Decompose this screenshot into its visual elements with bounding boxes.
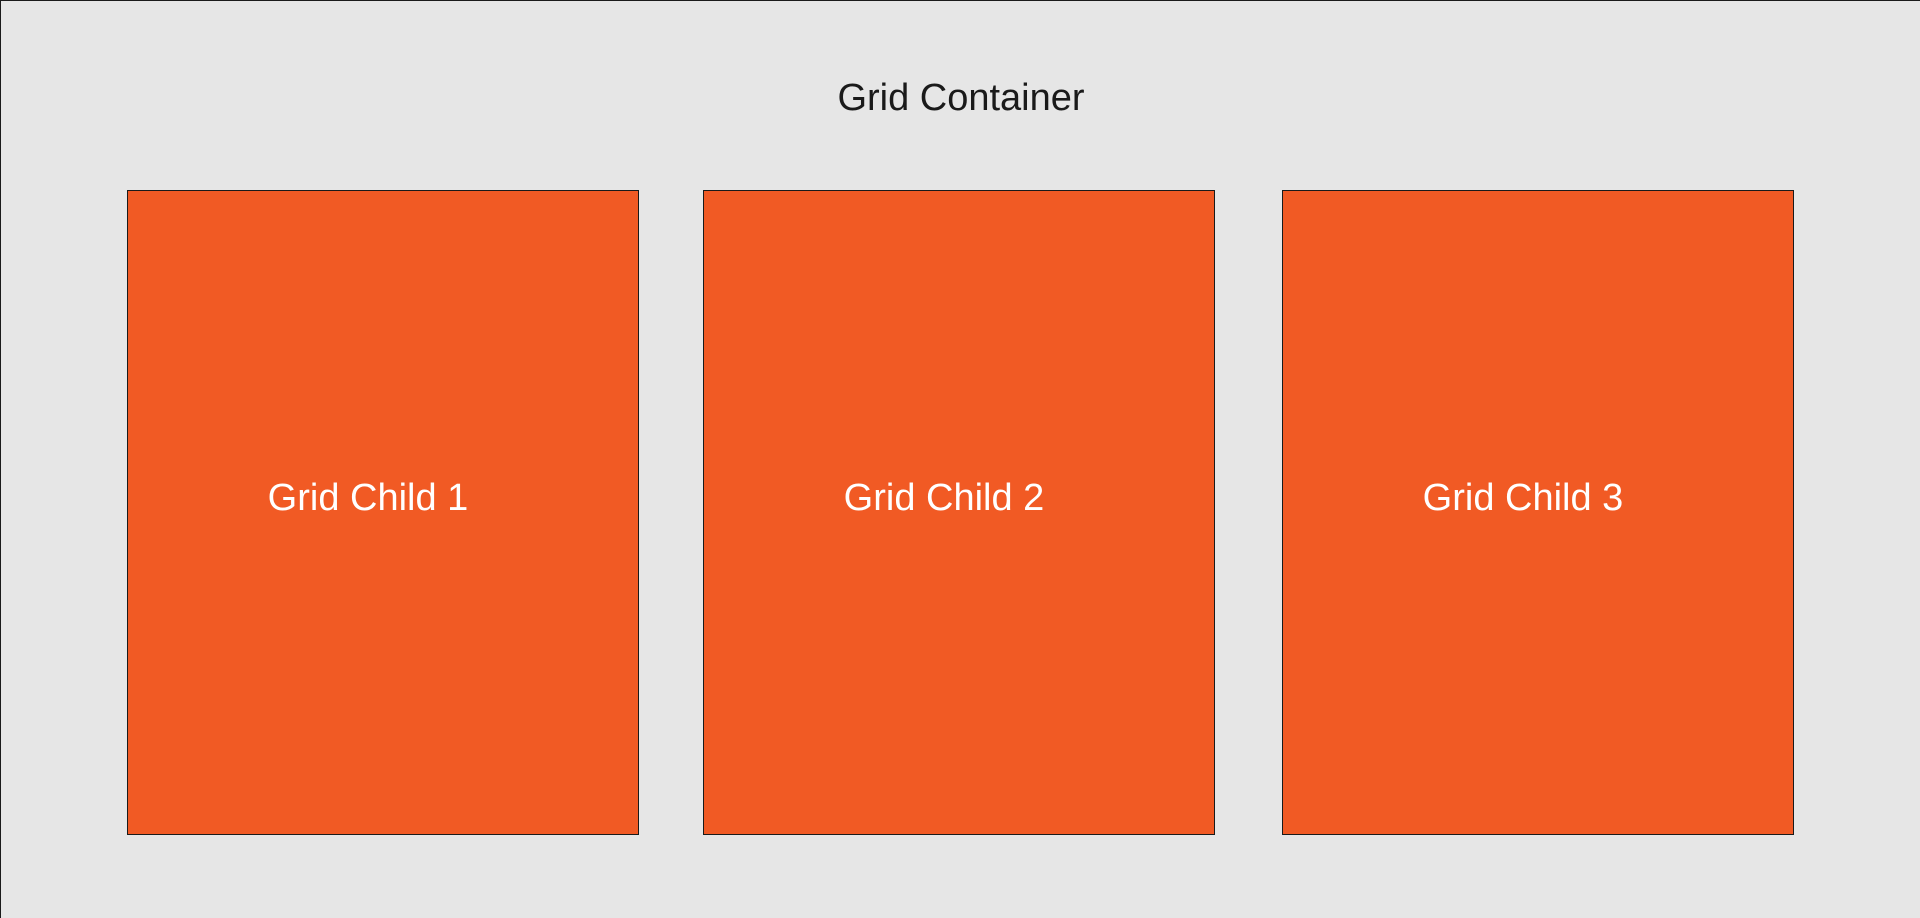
grid-child-2-label: Grid Child 2: [843, 476, 1045, 519]
grid-child-1-label: Grid Child 1: [267, 476, 469, 519]
grid-child-1: Grid Child 1: [127, 190, 639, 835]
grid-child-2: Grid Child 2: [703, 190, 1215, 835]
grid-child-3-label: Grid Child 3: [1422, 476, 1624, 519]
grid-child-3: Grid Child 3: [1282, 190, 1794, 835]
grid-container-title: Grid Container: [837, 77, 1085, 119]
